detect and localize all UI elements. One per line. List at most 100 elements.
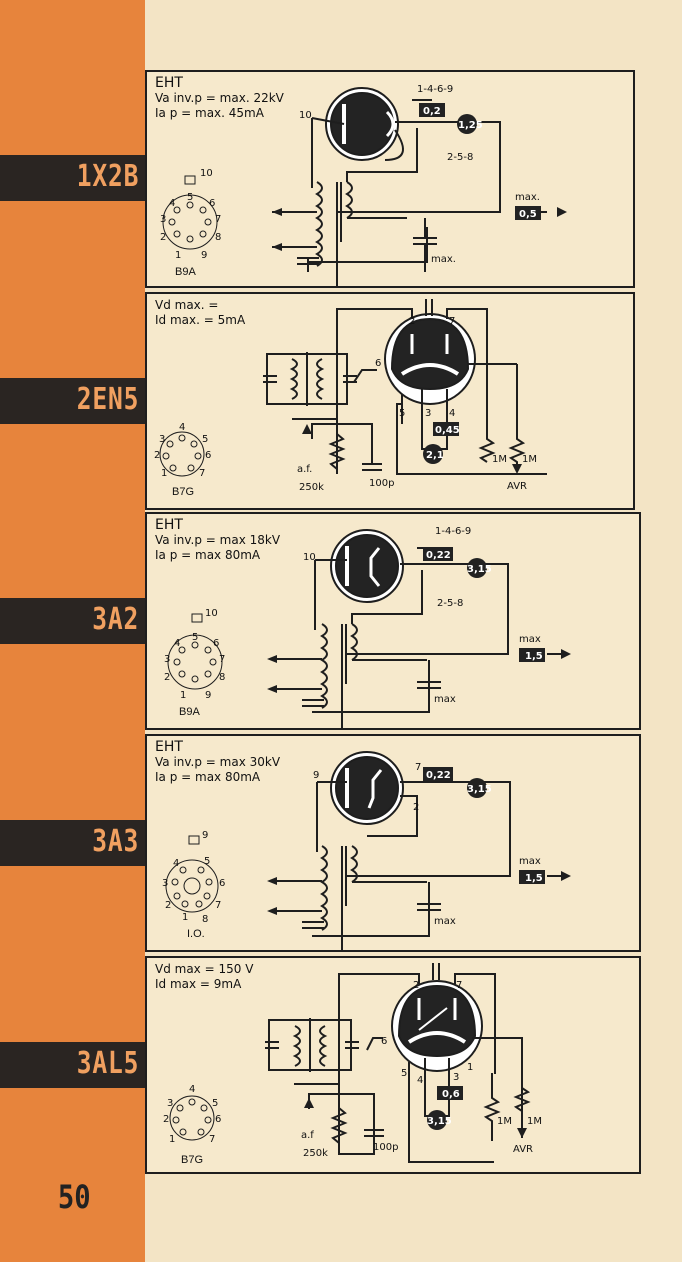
svg-text:10: 10 (200, 168, 213, 179)
svg-text:2: 2 (154, 450, 160, 461)
max-label: max (434, 916, 456, 927)
value-circle: 3,15 (427, 1116, 452, 1127)
svg-text:6: 6 (209, 198, 215, 209)
svg-text:7: 7 (456, 980, 462, 991)
svg-text:2: 2 (413, 980, 419, 991)
spec-line: Ia p = max 80mA (155, 548, 261, 562)
base-diagram: 10 5 4 6 3 7 2 8 1 9 (164, 608, 225, 701)
tube-label: 3A3 (92, 824, 139, 859)
base-diagram: 4 3 5 2 6 1 7 (163, 1084, 221, 1145)
value-circle: 3,15 (467, 564, 492, 575)
svg-text:6: 6 (215, 1114, 221, 1125)
svg-text:10: 10 (205, 608, 218, 619)
svg-text:2: 2 (163, 1114, 169, 1125)
max-label: max. (515, 192, 540, 203)
svg-text:9: 9 (201, 250, 207, 261)
svg-text:250k: 250k (303, 1148, 328, 1159)
spec-line: Va inv.p = max. 22kV (155, 91, 284, 105)
base-type: B7G (172, 486, 195, 498)
svg-text:1M: 1M (492, 454, 507, 465)
svg-text:8: 8 (202, 914, 208, 925)
tube-label: 1X2B (76, 159, 139, 194)
base-type: I.O. (187, 928, 205, 940)
svg-text:6: 6 (381, 1036, 387, 1047)
svg-text:2: 2 (413, 802, 419, 813)
spec-block: EHT Va inv.p = max 18kV Ia p = max 80mA (155, 518, 280, 563)
spec-line: Ia p = max. 45mA (155, 106, 264, 120)
spec-line: EHT (155, 739, 183, 755)
svg-text:5: 5 (399, 408, 405, 419)
base-diagram: 4 3 5 2 6 1 7 (154, 422, 211, 479)
tube-strip-3al5: 3AL5 (0, 1042, 145, 1088)
pin-label: 10 (299, 110, 312, 121)
schematic: 0,45 2,1 2 7 6 5 3 4 a.f. 250k 100p 1M 1… (154, 299, 547, 493)
svg-text:4: 4 (179, 422, 185, 433)
svg-text:7: 7 (199, 468, 205, 479)
svg-text:1M: 1M (522, 454, 537, 465)
pin-label: 1-4-6-9 (417, 84, 453, 95)
svg-text:7: 7 (415, 762, 421, 773)
spec-line: Vd max. = (155, 298, 219, 312)
svg-text:250k: 250k (299, 482, 324, 493)
svg-text:3: 3 (164, 654, 170, 665)
svg-text:4: 4 (449, 408, 455, 419)
tube-strip-1x2b: 1X2B (0, 155, 145, 201)
svg-text:4: 4 (173, 858, 179, 869)
svg-text:4: 4 (174, 638, 180, 649)
svg-text:3: 3 (159, 434, 165, 445)
svg-text:AVR: AVR (507, 481, 527, 492)
schematic: 0,2 1,25 0,5 max. max. 10 1-4-6-9 2-5-8 … (160, 84, 567, 286)
spec-line: Vd max = 150 V (155, 962, 254, 976)
spec-line: Va inv.p = max 18kV (155, 533, 281, 547)
svg-text:8: 8 (219, 672, 225, 683)
svg-text:9: 9 (202, 830, 208, 841)
svg-text:3: 3 (167, 1098, 173, 1109)
svg-text:7: 7 (209, 1134, 215, 1145)
svg-text:7: 7 (449, 316, 455, 327)
max-label: max (519, 856, 541, 867)
svg-text:4: 4 (417, 1075, 423, 1086)
value-box: 0,22 (426, 770, 451, 781)
schematic: 0,22 3,15 1,5 max max 10 1-4-6-9 2-5-8 1… (164, 526, 571, 728)
spec-block: EHT Va inv.p = max. 22kV Ia p = max. 45m… (155, 76, 284, 121)
spec-block: Vd max. = Id max. = 5mA (155, 298, 245, 328)
spec-line: Id max = 9mA (155, 977, 242, 991)
svg-text:7: 7 (219, 654, 225, 665)
svg-text:6: 6 (213, 638, 219, 649)
page-number: 50 (57, 1178, 91, 1216)
svg-text:2: 2 (165, 900, 171, 911)
output-value: 1,5 (525, 651, 543, 662)
svg-text:1: 1 (175, 250, 181, 261)
spec-block: Vd max = 150 V Id max = 9mA (155, 962, 253, 992)
svg-text:6: 6 (205, 450, 211, 461)
svg-text:1: 1 (182, 912, 188, 923)
svg-text:10: 10 (303, 552, 316, 563)
svg-text:5: 5 (192, 632, 198, 643)
svg-text:5: 5 (202, 434, 208, 445)
value-box: 0,45 (435, 425, 460, 436)
svg-text:8: 8 (215, 232, 221, 243)
svg-text:5: 5 (401, 1068, 407, 1079)
svg-text:6: 6 (219, 878, 225, 889)
svg-text:5: 5 (212, 1098, 218, 1109)
svg-text:7: 7 (215, 900, 221, 911)
svg-text:2: 2 (160, 232, 166, 243)
panel-3a2: EHT Va inv.p = max 18kV Ia p = max 80mA (145, 512, 641, 730)
spec-line: Id max. = 5mA (155, 313, 246, 327)
panel-3a3: EHT Va inv.p = max 30kV Ia p = max 80mA (145, 734, 641, 952)
svg-text:1: 1 (467, 1062, 473, 1073)
svg-text:3: 3 (453, 1072, 459, 1083)
tube-strip-2en5: 2EN5 (0, 378, 145, 424)
value-box: 0,2 (423, 106, 441, 117)
panel-1x2b: EHT Va inv.p = max. 22kV Ia p = max. 45m… (145, 70, 635, 288)
svg-text:2-5-8: 2-5-8 (437, 598, 463, 609)
svg-text:1-4-6-9: 1-4-6-9 (435, 526, 471, 537)
tube-strip-3a2: 3A2 (0, 598, 145, 644)
spec-block: EHT Va inv.p = max 30kV Ia p = max 80mA (155, 740, 280, 785)
svg-text:5: 5 (187, 192, 193, 203)
svg-text:AVR: AVR (513, 1144, 533, 1155)
sidebar: 1X2B 2EN5 3A2 3A3 3AL5 (0, 0, 145, 1262)
tube-label: 3A2 (92, 602, 139, 637)
svg-text:3: 3 (162, 878, 168, 889)
